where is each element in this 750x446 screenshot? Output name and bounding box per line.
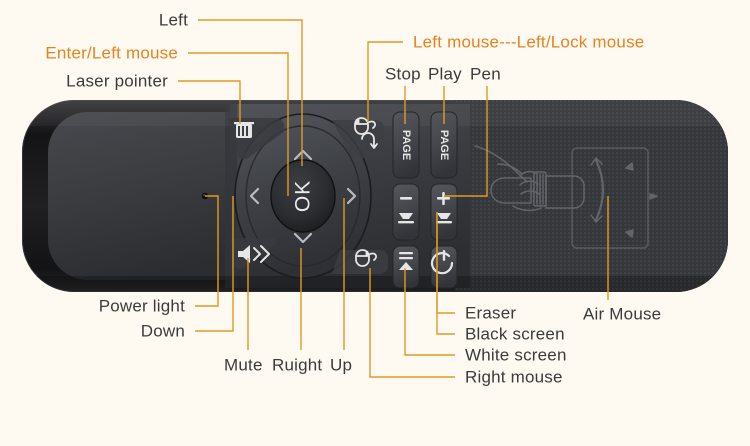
leader-line-pen — [444, 86, 488, 197]
leader-line-power-light — [195, 195, 219, 307]
air-mouse-gesture-panel[interactable] — [474, 145, 658, 249]
leader-line-enter-left-mouse — [188, 52, 289, 196]
callout-label-up: Up — [330, 355, 353, 375]
dpad-up-button[interactable] — [293, 149, 313, 161]
ok-button[interactable]: OK — [270, 159, 336, 233]
leader-lines — [178, 19, 609, 378]
callout-label-left: Left — [158, 10, 188, 30]
callout-label-eraser: Eraser — [465, 303, 517, 323]
right-mouse-button[interactable] — [332, 249, 388, 274]
page-down-icon: PAGE — [438, 130, 450, 160]
leader-line-white-screen — [404, 268, 455, 356]
mouse-left-lock-icon — [354, 117, 378, 149]
callout-label-enter-left-mouse: Enter/Left mouse — [45, 43, 178, 63]
pen-button[interactable] — [430, 183, 458, 241]
callout-label-white-screen: White screen — [465, 345, 567, 365]
white-screen-button[interactable] — [392, 245, 420, 289]
stop-button[interactable]: PAGE — [392, 111, 420, 179]
leader-line-down — [195, 196, 234, 332]
callout-label-mute: Mute — [224, 355, 263, 375]
dpad-down-button[interactable] — [293, 232, 313, 244]
leader-line-left — [198, 19, 303, 166]
eraser-minus-icon — [398, 197, 414, 224]
dpad-right-button[interactable] — [346, 187, 357, 205]
leader-line-right-mouse — [369, 268, 455, 378]
callout-label-laser-pointer: Laser pointer — [66, 71, 168, 91]
callout-label-power-light: Power light — [98, 296, 185, 316]
dpad-left-button[interactable] — [249, 187, 260, 205]
callout-label-down: Down — [140, 321, 185, 341]
callout-label-pen: Pen — [470, 64, 501, 84]
page-up-icon: PAGE — [400, 130, 412, 160]
left-mouse-lock-button[interactable] — [332, 117, 384, 158]
laser-pointer-icon — [234, 122, 254, 138]
mute-button[interactable] — [231, 238, 277, 270]
black-screen-button[interactable] — [430, 245, 458, 289]
dpad[interactable]: OK — [234, 113, 372, 279]
svg-text:OK: OK — [292, 180, 315, 212]
svg-text:PAGE: PAGE — [400, 130, 412, 160]
play-button[interactable]: PAGE — [430, 111, 458, 179]
power-screen-icon — [430, 250, 454, 275]
callout-label-right: Ruight — [272, 355, 323, 375]
leader-line-left-lock-mouse — [367, 41, 403, 122]
eraser-button[interactable] — [392, 183, 420, 241]
leader-line-laser-pointer — [178, 80, 241, 124]
mute-speaker-icon — [238, 245, 270, 263]
pen-plus-icon — [436, 192, 452, 224]
callout-label-stop: Stop — [385, 64, 421, 84]
callout-label-right-mouse: Right mouse — [465, 367, 563, 387]
callout-label-air-mouse: Air Mouse — [583, 304, 662, 324]
callout-label-left-lock-mouse: Left mouse---Left/Lock mouse — [413, 32, 645, 52]
callout-label-play: Play — [428, 64, 462, 84]
mouse-right-icon — [355, 249, 377, 267]
callout-label-black-screen: Black screen — [465, 324, 565, 344]
svg-text:PAGE: PAGE — [438, 130, 450, 160]
leader-line-black-screen — [436, 212, 455, 335]
hand-holding-remote-icon — [474, 145, 658, 249]
white-screen-icon — [399, 252, 413, 270]
laser-pointer-button[interactable] — [227, 118, 284, 160]
